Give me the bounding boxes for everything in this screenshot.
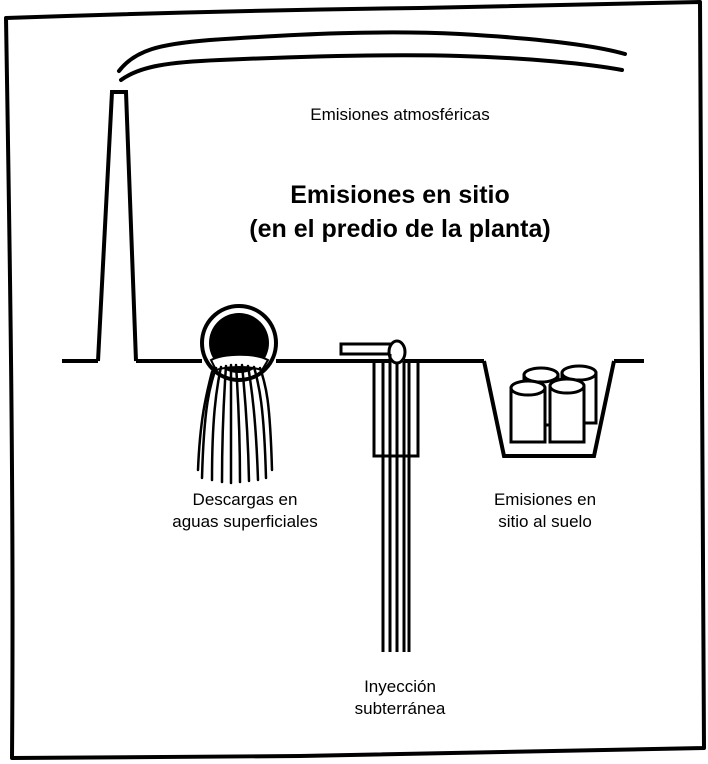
diagram-title: Emisiones en sitio (en el predio de la p… <box>200 178 600 246</box>
surface-water-discharge-label: Descargas en aguas superficiales <box>145 489 345 533</box>
air-emissions-label: Emisiones atmosféricas <box>310 105 490 124</box>
onsite-land-release-label: Emisiones en sitio al suelo <box>465 489 625 533</box>
injection-label-line-1: Inyección <box>364 677 436 696</box>
land-label-line-2: sitio al suelo <box>498 512 592 531</box>
underground-injection-label: Inyección subterránea <box>320 676 480 720</box>
title-line-1: Emisiones en sitio <box>290 181 510 209</box>
frame-border <box>4 0 706 760</box>
smokestack-icon <box>96 90 138 362</box>
landfill-barrels-icon <box>482 360 616 458</box>
land-label-line-1: Emisiones en <box>493 490 597 509</box>
water-label-line-1: Descargas en <box>192 490 298 509</box>
discharge-pipe-icon <box>196 304 278 485</box>
injection-well-icon <box>339 339 420 652</box>
water-label-line-2: aguas superficiales <box>172 512 318 531</box>
title-line-2: (en el predio de la planta) <box>249 215 551 243</box>
smoke-plume-icon <box>117 30 627 82</box>
injection-label-line-2: subterránea <box>354 699 446 718</box>
